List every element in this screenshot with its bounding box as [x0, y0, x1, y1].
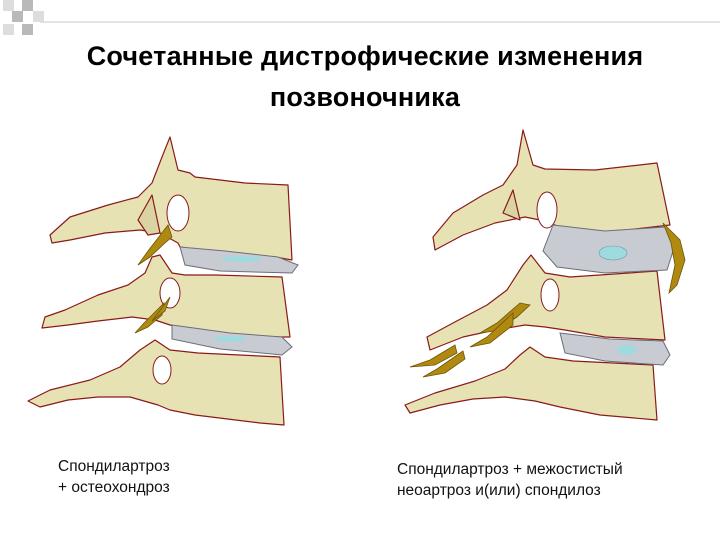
title-line-1: Сочетанные дистрофические изменения: [20, 36, 710, 77]
disc-nucleus: [214, 336, 246, 342]
facet-joint-gap: [153, 356, 171, 384]
caption-left-line-2: + остеохондроз: [58, 477, 170, 498]
disc-nucleus: [599, 246, 627, 260]
spine-illustration-right: [395, 125, 705, 425]
deco-square: [3, 0, 14, 11]
caption-left-line-1: Спондилартроз: [58, 456, 170, 477]
caption-right-line-2: неоартроз и(или) спондилоз: [397, 480, 623, 501]
caption-right-line-1: Спондилартроз + межостистый: [397, 459, 623, 480]
deco-square: [12, 11, 23, 22]
facet-joint-gap: [541, 279, 559, 311]
facet-joint-gap: [167, 195, 189, 231]
facet-joint-gap: [537, 192, 557, 228]
deco-square: [33, 11, 44, 22]
decorative-squares: [0, 0, 720, 40]
caption-left: Спондилартроз + остеохондроз: [58, 456, 170, 498]
spine-illustration-left: [20, 125, 320, 435]
disc-nucleus: [222, 256, 262, 262]
slide-title: Сочетанные дистрофические изменения позв…: [20, 36, 710, 118]
title-line-2: позвоночника: [20, 77, 710, 118]
vertebra-lower: [28, 340, 284, 425]
caption-right: Спондилартроз + межостистый неоартроз и(…: [397, 459, 623, 501]
deco-square: [22, 24, 33, 35]
deco-square: [3, 24, 14, 35]
deco-square: [22, 0, 33, 11]
disc-nucleus: [617, 345, 637, 355]
